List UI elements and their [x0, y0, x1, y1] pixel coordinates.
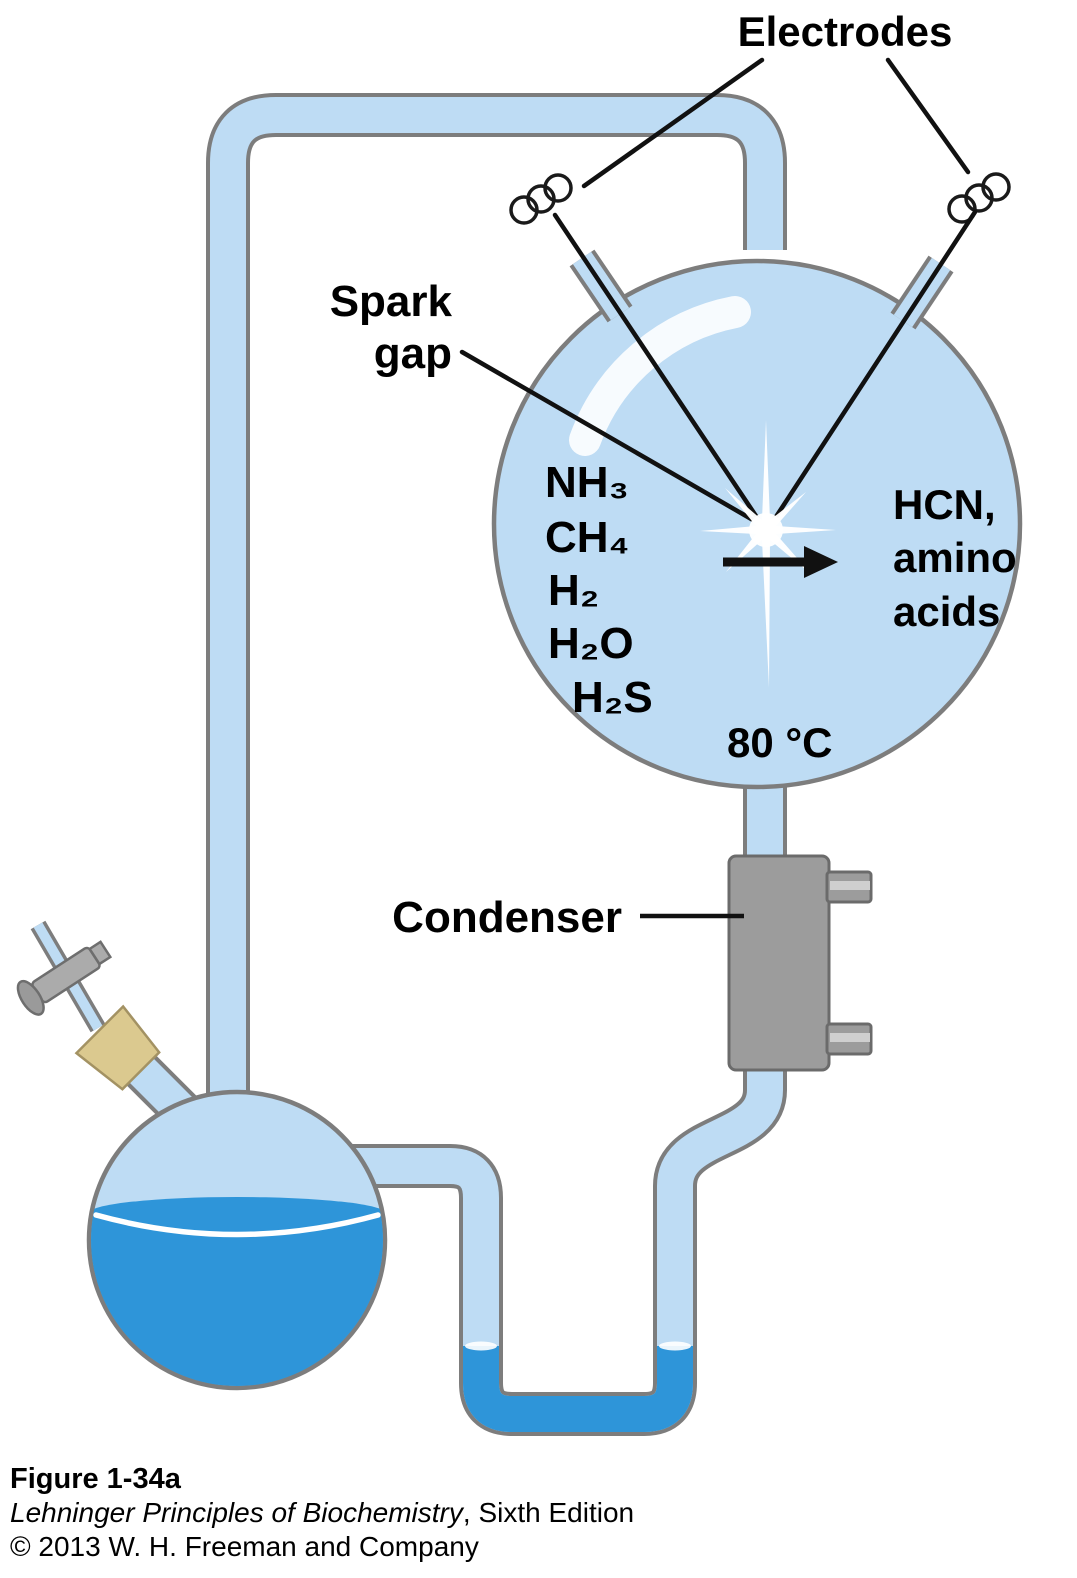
reaction-arrow	[723, 546, 838, 578]
loop-tube	[210, 97, 783, 1165]
spark-star	[700, 420, 836, 688]
product-label-hcn: HCN,	[893, 481, 996, 528]
stopcock-valve	[16, 940, 113, 1016]
electrodes-pointer-line-right	[885, 57, 971, 175]
electrode-coil-left	[509, 173, 573, 225]
book-edition: , Sixth Edition	[462, 1497, 635, 1529]
reaction-arrow-head	[804, 546, 838, 578]
stopcock-handle-disc	[16, 979, 45, 1016]
water-flask-assembly	[16, 920, 388, 1391]
figure-caption: Figure 1-34a Lehninger Principles of Bio…	[10, 1462, 634, 1565]
gas-circulation-tubes	[206, 93, 787, 1436]
flask-liquid-body	[91, 1213, 383, 1386]
u-trap-meniscus-right	[659, 1341, 691, 1351]
gas-label-h2s: H₂S	[572, 673, 653, 722]
water-flask-liquid	[91, 1197, 383, 1386]
electrodes-assembly	[459, 57, 1011, 529]
figure-number: Figure 1-34a	[10, 1463, 181, 1495]
electrode-wire-right	[767, 209, 978, 529]
electrode-coil-right	[947, 172, 1011, 224]
spark-gap-label-line1: Spark	[330, 277, 453, 326]
condenser-port-top-stripe	[830, 881, 870, 890]
coil-loop	[543, 173, 573, 203]
condenser-label: Condenser	[392, 893, 622, 942]
u-trap-liquid	[463, 1346, 693, 1432]
diagram-labels: Electrodes Spark gap NH₃ CH₄ H₂ H₂O H₂S …	[330, 8, 1017, 942]
flask-glass-highlight	[569, 296, 751, 456]
condenser-tube	[352, 760, 783, 1432]
condenser-assembly	[640, 854, 873, 1072]
temperature-label: 80 °C	[727, 719, 833, 766]
product-label-acids: acids	[893, 588, 1000, 635]
electrode-wire-left	[552, 212, 765, 528]
condenser-tube-outline	[352, 760, 787, 1436]
flask-liquid-surface	[91, 1197, 383, 1229]
flask-meniscus-highlight	[93, 1212, 381, 1238]
gas-label-ch4: CH₄	[545, 513, 630, 562]
coil-loop	[947, 194, 977, 224]
gas-label-h2: H₂	[548, 566, 599, 615]
stopcock-end-cap	[87, 940, 113, 966]
spark-gap-pointer-line	[459, 349, 756, 523]
electrodes-pointer-line-left	[581, 57, 765, 189]
spark-gap-label-line2: gap	[374, 329, 452, 378]
condenser-body	[727, 854, 831, 1072]
gas-label-nh3: NH₃	[545, 458, 629, 507]
electrodes-label: Electrodes	[738, 8, 953, 55]
book-title-line: Lehninger Principles of Biochemistry, Si…	[10, 1496, 634, 1530]
product-label-amino: amino	[893, 534, 1017, 581]
spark-burst	[700, 420, 836, 688]
stopcock-barrel	[31, 946, 101, 1004]
u-trap-meniscus-left	[465, 1341, 497, 1351]
book-title: Lehninger Principles of Biochemistry	[10, 1497, 463, 1529]
condenser-port-bottom-stripe	[830, 1033, 870, 1042]
flask-stopper	[74, 1004, 161, 1091]
copyright-line: © 2013 W. H. Freeman and Company	[10, 1531, 479, 1563]
gas-label-h2o: H₂O	[548, 619, 634, 668]
